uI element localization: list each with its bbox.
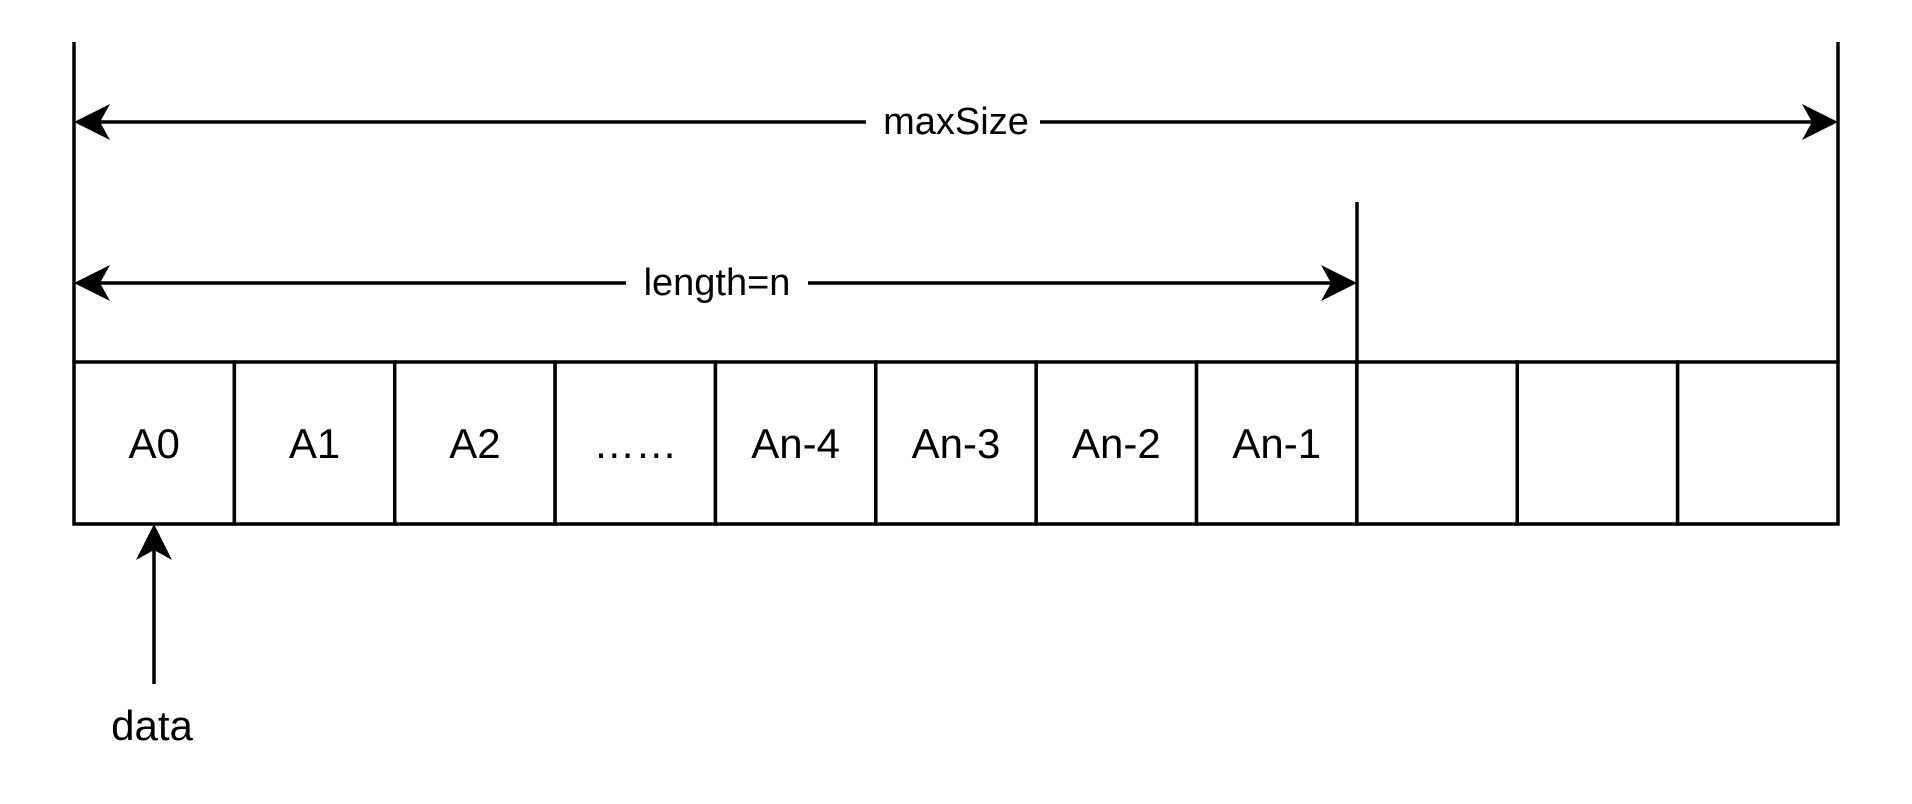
max-size-left-arrowhead <box>74 104 110 140</box>
max-size-dimension: maxSize <box>74 100 1838 144</box>
data-pointer: data <box>111 524 194 749</box>
array-cell-label: An-1 <box>1232 420 1321 467</box>
array-cell-label: An-2 <box>1072 420 1161 467</box>
length-left-arrowhead <box>74 265 110 301</box>
array-cells: A0 A1 A2 …… An-4 An-3 An-2 An-1 <box>72 360 1840 526</box>
max-size-label: maxSize <box>883 101 1029 143</box>
max-size-right-arrowhead <box>1802 104 1838 140</box>
array-cell <box>1515 360 1680 526</box>
array-cell <box>713 360 878 526</box>
array-cell <box>392 360 557 526</box>
array-cell <box>1194 360 1359 526</box>
array-cell-label: An-3 <box>912 420 1001 467</box>
array-cell-label: A0 <box>128 420 179 467</box>
length-dimension: length=n <box>74 261 1357 305</box>
array-cell <box>1034 360 1199 526</box>
array-cell <box>1355 360 1520 526</box>
array-cell <box>874 360 1038 526</box>
array-cell-label: …… <box>593 420 677 467</box>
data-pointer-arrowhead <box>136 524 172 560</box>
length-right-arrowhead <box>1321 265 1357 301</box>
array-cell-label: A2 <box>449 420 500 467</box>
length-label: length=n <box>644 262 791 304</box>
array-cell <box>1675 360 1840 526</box>
array-cell-label: An-4 <box>751 420 840 467</box>
data-pointer-label: data <box>111 702 193 749</box>
array-cell <box>72 360 237 526</box>
array-cell <box>553 360 718 526</box>
array-cell-label: A1 <box>289 420 340 467</box>
